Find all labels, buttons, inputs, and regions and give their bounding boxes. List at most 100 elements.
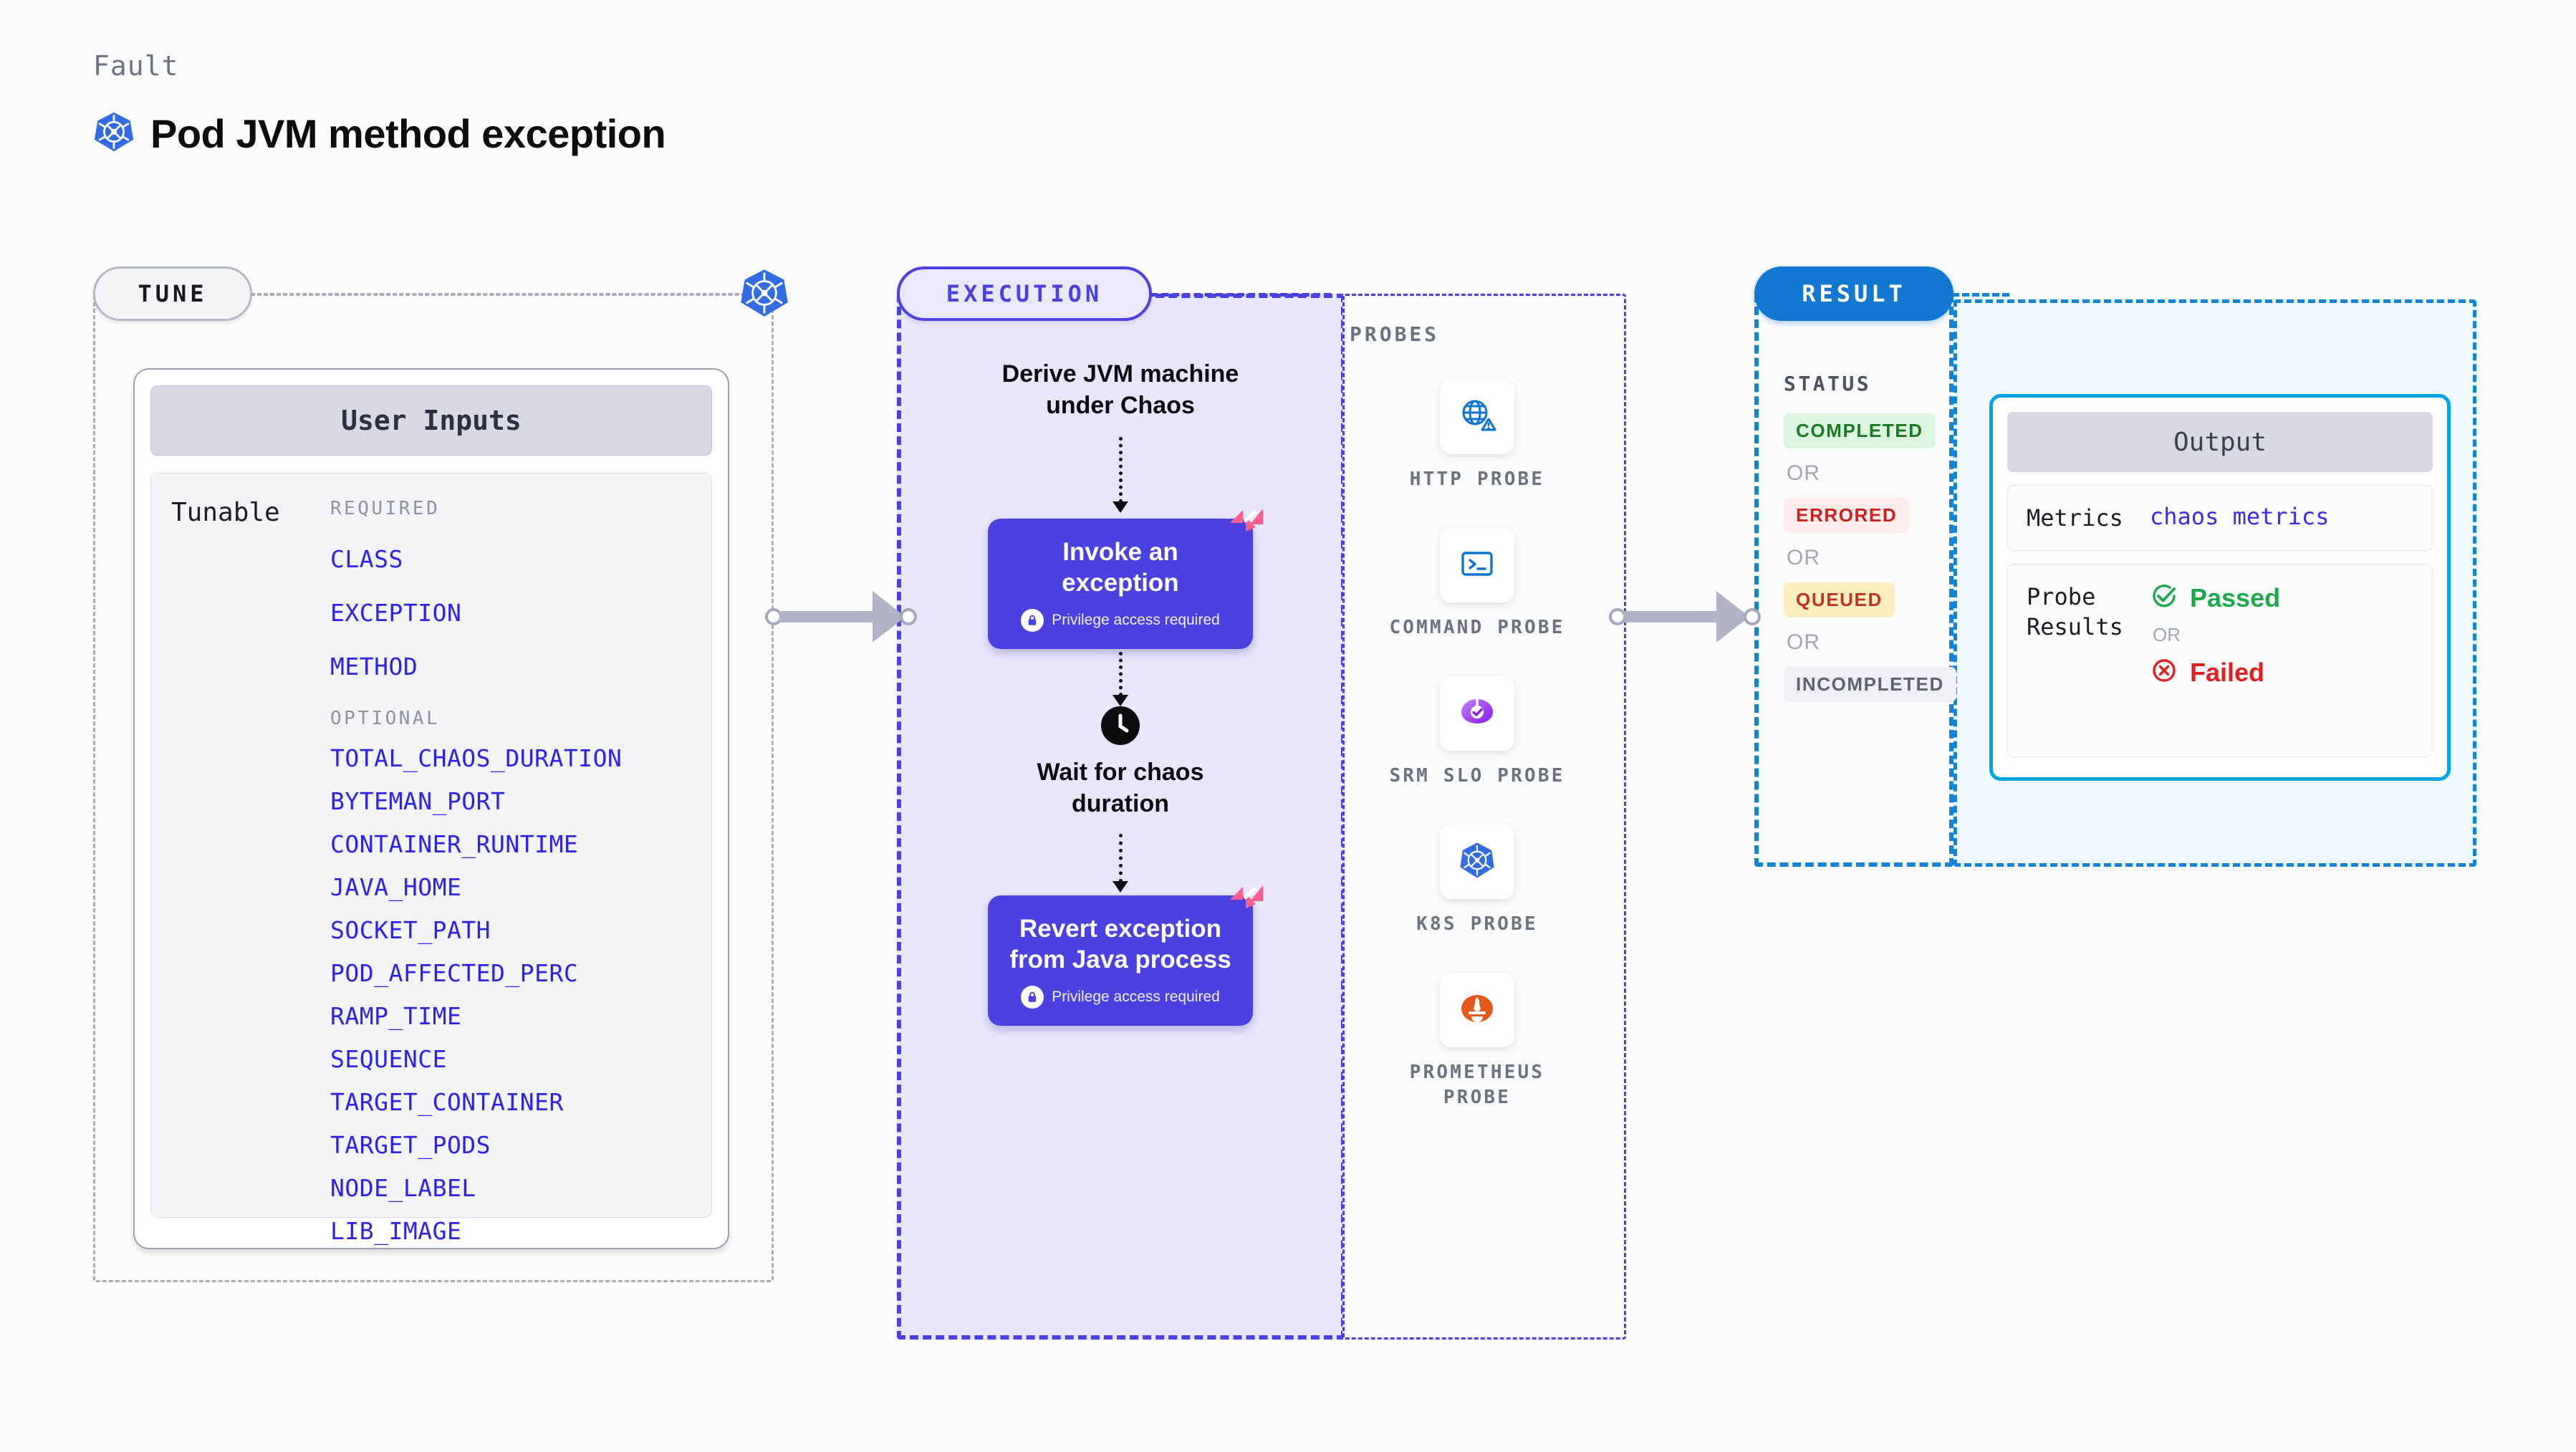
flow-step-caption: Derive JVM machine under Chaos: [1001, 360, 1239, 420]
probe-item-srm-slo[interactable]: SRM SLO PROBE: [1384, 676, 1570, 789]
tunable-item[interactable]: TARGET_PODS: [330, 1131, 491, 1159]
check-circle-icon: [2150, 582, 2178, 614]
probe-tile: [1440, 676, 1514, 751]
result-leader-line: [1952, 293, 2009, 297]
probe-label: COMMAND PROBE: [1389, 617, 1565, 639]
user-inputs-card: User Inputs Tunable REQUIRED CLASS EXCEP…: [133, 368, 729, 1249]
connector-tune-to-execution: [765, 591, 917, 643]
tunable-item[interactable]: NODE_LABEL: [330, 1174, 476, 1202]
status-badge-queued: QUEUED: [1784, 582, 1895, 617]
tunable-item[interactable]: BYTEMAN_PORT: [330, 787, 506, 815]
probes-title: PROBES: [1350, 322, 1440, 346]
tunable-item[interactable]: LIB_IMAGE: [330, 1217, 462, 1245]
tunable-list: REQUIRED CLASS EXCEPTION METHOD OPTIONAL…: [330, 498, 711, 1245]
execution-flow: Derive JVM machine under Chaos Invoke an…: [897, 358, 1344, 1026]
litmus-icon: [1227, 880, 1266, 918]
action-box-revert-exception[interactable]: Revert exception from Java process Privi…: [988, 885, 1263, 1026]
connector-end-dot: [900, 608, 917, 625]
output-metrics-row: Metrics chaos metrics: [2007, 485, 2433, 552]
probes-section-frame: [1342, 294, 1626, 1340]
probe-result-passed: Passed: [2150, 582, 2280, 614]
privilege-note-text: Privilege access required: [1052, 988, 1220, 1005]
srm-slo-icon: [1458, 693, 1496, 735]
probe-result-passed-label: Passed: [2190, 582, 2281, 612]
flow-step-caption: Wait for chaos duration: [1037, 758, 1204, 817]
privilege-note-row: Privilege access required: [1009, 985, 1231, 1009]
connector-end-dot: [1744, 608, 1761, 625]
fault-kicker: Fault: [93, 50, 179, 82]
output-metrics-value[interactable]: chaos metrics: [2150, 503, 2330, 530]
tunable-panel: Tunable REQUIRED CLASS EXCEPTION METHOD …: [150, 473, 712, 1245]
tune-pill-label: TUNE: [138, 280, 208, 307]
tune-pill[interactable]: TUNE: [93, 266, 252, 321]
lock-icon: [1021, 985, 1044, 1009]
probe-label: HTTP PROBE: [1409, 468, 1545, 490]
tunable-item[interactable]: CONTAINER_RUNTIME: [330, 830, 579, 858]
tunable-item[interactable]: METHOD: [330, 653, 418, 681]
tunable-item[interactable]: SOCKET_PATH: [330, 916, 491, 944]
title-row: Pod JVM method exception: [93, 110, 666, 157]
probe-result-failed-label: Failed: [2190, 657, 2265, 687]
privilege-note-row: Privilege access required: [1009, 608, 1231, 632]
connector-probes-to-result: [1609, 591, 1761, 643]
action-box-title: Revert exception from Java process: [1009, 915, 1231, 973]
or-separator: OR: [1787, 630, 1820, 654]
output-probe-results-key: Probe Results: [2027, 583, 2123, 641]
flow-arrow-1: [1112, 437, 1128, 514]
user-inputs-header: User Inputs: [150, 385, 712, 456]
x-circle-icon: [2150, 656, 2178, 688]
or-separator: OR: [1787, 461, 1820, 485]
kubernetes-icon: [1457, 840, 1497, 884]
page-title: Pod JVM method exception: [150, 111, 666, 156]
connector-shaft: [779, 611, 873, 622]
result-section-frame: [1754, 294, 1953, 867]
probe-item-command[interactable]: COMMAND PROBE: [1384, 528, 1570, 640]
probe-label: SRM SLO PROBE: [1389, 765, 1565, 787]
tunable-item[interactable]: CLASS: [330, 545, 403, 573]
probe-item-http[interactable]: HTTP PROBE: [1384, 380, 1570, 492]
probe-tile: [1440, 528, 1514, 603]
probes-list: HTTP PROBE COMMAND PROBE: [1350, 380, 1605, 1111]
group-title-optional: OPTIONAL: [330, 708, 441, 729]
terminal-icon: [1458, 544, 1496, 587]
or-separator: OR: [2153, 624, 2181, 646]
execution-pill[interactable]: EXECUTION: [897, 266, 1152, 321]
tunable-item[interactable]: SEQUENCE: [330, 1045, 447, 1073]
tune-leader-line: [251, 293, 752, 295]
tunable-item[interactable]: TOTAL_CHAOS_DURATION: [330, 744, 623, 772]
tunable-group-required: REQUIRED CLASS EXCEPTION METHOD: [330, 498, 711, 681]
flow-arrow-2: [1112, 651, 1128, 706]
tunable-group-optional: OPTIONAL TOTAL_CHAOS_DURATION BYTEMAN_PO…: [330, 708, 711, 1245]
probe-item-k8s[interactable]: K8S PROBE: [1384, 824, 1570, 937]
tunable-item[interactable]: TARGET_CONTAINER: [330, 1088, 564, 1116]
tunable-item[interactable]: RAMP_TIME: [330, 1002, 462, 1030]
prometheus-icon: [1458, 989, 1496, 1032]
result-section: [1754, 294, 1953, 867]
tunable-row-label: Tunable: [171, 498, 280, 527]
status-badge-completed: COMPLETED: [1784, 413, 1936, 448]
action-box-title: Invoke an exception: [1062, 538, 1179, 597]
result-pill-label: RESULT: [1802, 280, 1906, 307]
group-title-required: REQUIRED: [330, 498, 441, 519]
status-badge-errored: ERRORED: [1784, 498, 1910, 533]
probe-label: K8S PROBE: [1416, 913, 1538, 936]
probe-item-prometheus[interactable]: PROMETHEUS PROBE: [1384, 973, 1570, 1110]
execution-leader-line: [1150, 293, 1331, 297]
probe-tile: [1440, 380, 1514, 454]
probes-section: [1342, 294, 1626, 1340]
page-header: Fault Pod JVM method exception: [93, 50, 666, 157]
output-probe-results-row: Probe Results Passed OR: [2007, 564, 2433, 758]
action-box-invoke-exception[interactable]: Invoke an exception Privilege access req…: [988, 509, 1263, 649]
or-separator: OR: [1787, 546, 1820, 569]
tunable-item[interactable]: JAVA_HOME: [330, 873, 462, 901]
flow-arrow-3: [1112, 834, 1128, 893]
connector-shaft: [1623, 611, 1716, 622]
privilege-note-text: Privilege access required: [1052, 611, 1220, 628]
tunable-item[interactable]: POD_AFFECTED_PERC: [330, 959, 579, 987]
lock-icon: [1021, 608, 1044, 632]
probe-result-failed: Failed: [2150, 656, 2280, 688]
execution-pill-label: EXECUTION: [946, 280, 1103, 307]
result-pill[interactable]: RESULT: [1754, 266, 1953, 321]
status-list: COMPLETED OR ERRORED OR QUEUED OR INCOMP…: [1784, 413, 1970, 702]
tunable-item[interactable]: EXCEPTION: [330, 599, 462, 627]
